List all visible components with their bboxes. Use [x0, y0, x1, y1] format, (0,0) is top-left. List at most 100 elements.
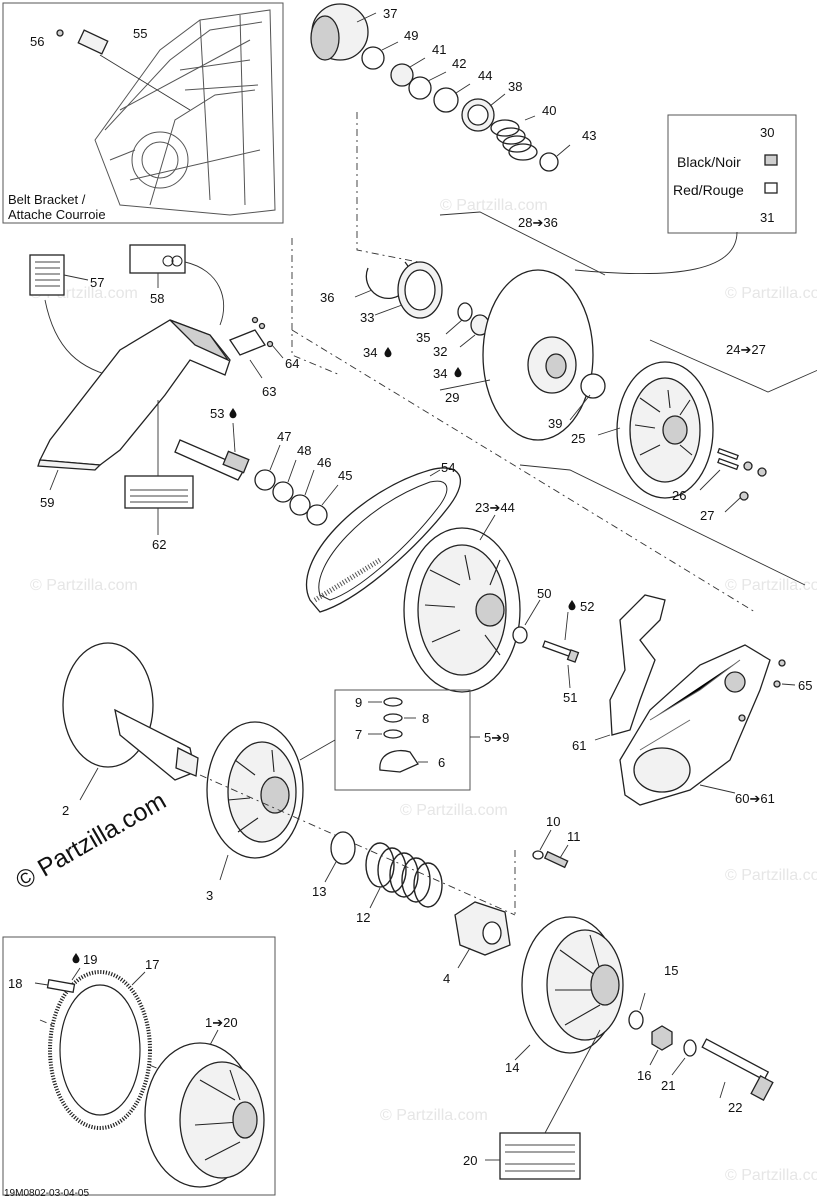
leader-58-guard	[184, 261, 225, 326]
callout-3: 3	[206, 888, 213, 903]
leader-52	[564, 611, 569, 641]
brand-watermark: © Partzilla.com	[11, 787, 171, 895]
part-47-washer	[254, 469, 276, 491]
leader-61	[594, 734, 611, 741]
decal-58-circle	[171, 255, 183, 267]
part-49-washer	[361, 46, 385, 70]
callout-13: 13	[312, 884, 326, 899]
watermark-text: © Partzilla.com	[440, 197, 548, 214]
watermark-text: © Partzilla.com	[725, 285, 817, 302]
partzilla-watermark: © Partzilla.com	[11, 787, 171, 895]
callout-18: 18	[8, 976, 22, 991]
leader-63	[249, 359, 263, 379]
leader-23-44	[479, 514, 496, 541]
drive-belt	[305, 467, 461, 613]
sheave-hub	[475, 593, 505, 627]
callout-8: 8	[422, 711, 429, 726]
leader-17	[131, 971, 146, 986]
callout-23-44: 23➔44	[475, 500, 515, 515]
watermark-text: © Partzilla.com	[380, 1107, 488, 1124]
callout-46: 46	[317, 455, 331, 470]
belt-teeth	[313, 557, 382, 603]
callout-39: 39	[548, 416, 562, 431]
legend-leader	[574, 231, 738, 275]
callout-59: 59	[40, 495, 54, 510]
part-10-11-screw	[532, 850, 569, 869]
callout-labels: 37 49 41 42 44 38 40 43 56 55 30 31 28➔3…	[8, 6, 812, 1168]
grease-icon	[72, 953, 80, 964]
callout-37: 37	[383, 6, 397, 21]
drive-pulley-assembly	[62, 642, 569, 969]
part-7-button	[383, 729, 403, 739]
leaders-washers	[232, 422, 339, 506]
leader-16	[649, 1049, 659, 1066]
part-46-washer	[289, 494, 311, 516]
part-33-bushing	[397, 261, 443, 319]
part-8-button	[383, 713, 403, 723]
grease-icon	[454, 367, 462, 378]
legend-black-label: Black/Noir	[677, 154, 741, 170]
part-39-washer	[580, 373, 606, 399]
kit-5-9	[299, 689, 480, 791]
callout-48: 48	[297, 443, 311, 458]
decal-57	[29, 254, 65, 296]
part-53-thread	[222, 450, 250, 474]
callout-27: 27	[700, 508, 714, 523]
callout-33: 33	[360, 310, 374, 325]
callout-40: 40	[542, 103, 556, 118]
part-48-washer	[272, 481, 294, 503]
callout-5-9: 5➔9	[484, 730, 509, 745]
ring-gear-inner	[59, 984, 141, 1116]
part-59-guard-foot	[37, 459, 102, 471]
watermark-layer: © Partzilla.com © Partzilla.com © Partzi…	[30, 197, 817, 1184]
part-41-washer	[390, 63, 414, 87]
part-42-washer	[408, 76, 432, 100]
leader-64	[271, 344, 284, 359]
callout-22: 22	[728, 1100, 742, 1115]
part-3-movable-sheave	[206, 721, 304, 859]
drawing-code: 19M0802-03-04-05	[4, 1188, 89, 1199]
sheave-face	[417, 544, 507, 676]
part-43-ring	[539, 152, 559, 172]
part-2-shaft	[114, 708, 196, 781]
callout-2: 2	[62, 803, 69, 818]
part-14-cover	[521, 916, 624, 1054]
part-38-bushing	[461, 98, 495, 132]
part-12-spring	[365, 842, 443, 908]
leader-59	[49, 469, 59, 491]
legend-red-label: Red/Rouge	[673, 182, 744, 198]
leader-57	[63, 274, 89, 281]
part-9-button	[383, 697, 403, 707]
callout-20: 20	[463, 1153, 477, 1168]
callout-32: 32	[433, 344, 447, 359]
part-29-fixed-sheave	[482, 269, 594, 441]
callout-49: 49	[404, 28, 418, 43]
decal-62	[124, 475, 194, 509]
callout-34-a: 34	[363, 345, 377, 360]
callout-7: 7	[355, 727, 362, 742]
part-21-washer	[683, 1039, 697, 1057]
decal-57-lines	[35, 261, 60, 287]
leader-4	[457, 947, 471, 969]
leader-2	[79, 767, 99, 801]
leader-15	[639, 992, 646, 1011]
leader-51	[567, 664, 571, 689]
leaders-kit	[299, 701, 480, 763]
callout-61: 61	[572, 738, 586, 753]
watermark-text: © Partzilla.com	[30, 577, 138, 594]
callout-45: 45	[338, 468, 352, 483]
callout-51: 51	[563, 690, 577, 705]
watermark-text: © Partzilla.com	[725, 577, 817, 594]
part-6-slider	[379, 749, 419, 773]
callout-29: 29	[445, 390, 459, 405]
callout-14: 14	[505, 1060, 519, 1075]
inset-note-line2: Attache Courroie	[8, 207, 106, 222]
leader-60-61	[699, 784, 736, 794]
callout-4: 4	[443, 971, 450, 986]
callout-25: 25	[571, 431, 585, 446]
leader-12	[369, 887, 381, 909]
callout-19: 19	[83, 952, 97, 967]
grease-icon	[229, 408, 237, 419]
callout-52: 52	[580, 599, 594, 614]
decal-58	[129, 244, 186, 274]
